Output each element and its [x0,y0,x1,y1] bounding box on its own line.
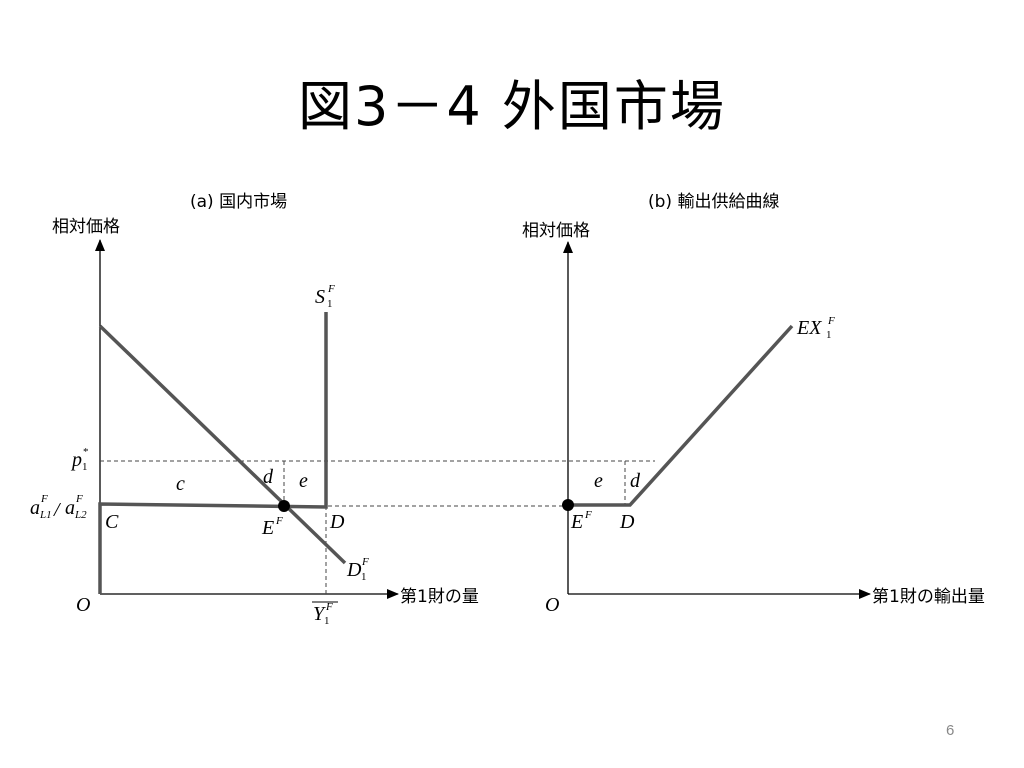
ratio-a-l2-sub: L2 [74,509,87,521]
equilibrium-point-b [562,499,574,511]
area-c-label: c [176,473,185,495]
ratio-a-l2: a [65,497,75,519]
supply-sup: F [327,283,335,295]
point-e-sup-a: F [275,515,283,527]
supply-label: S [315,286,325,308]
point-c-label: C [105,511,119,533]
origin-label-b: O [545,594,559,616]
y1f-sub: 1 [324,615,330,627]
area-d-label-a: d [263,466,274,488]
supply-curve [98,312,328,594]
export-label: EX [796,317,822,339]
price-p1-sub: 1 [82,461,88,473]
area-e-label-a: e [299,470,308,492]
supply-sub: 1 [327,298,333,310]
export-supply-curve [568,324,794,507]
equilibrium-point-a [278,500,290,512]
origin-label-a: O [76,594,90,616]
price-p1-label: p [70,449,82,471]
ratio-a-l1: a [30,497,40,519]
ratio-a-l1-sub: L1 [39,509,52,521]
demand-curve [98,324,347,565]
panel-a-y-axis-label: 相対価格 [52,217,120,237]
panel-a-caption: (a) 国内市場 [190,192,287,212]
area-d-label-b: d [630,470,641,492]
ratio-a-l2-sup: F [75,493,83,505]
area-e-label-b: e [594,470,603,492]
page-title: 図3－4 外国市場 [298,75,726,138]
y1f-sup: F [325,601,333,613]
panel-b-y-axis-label: 相対価格 [522,221,590,241]
price-p1-sup: * [83,446,89,458]
point-e-sup-b: F [584,509,592,521]
demand-label: D [346,559,362,581]
point-e-label-b: E [570,511,583,533]
panel-b-caption: (b) 輸出供給曲線 [648,192,779,212]
panel-b-x-axis-label: 第1財の輸出量 [872,587,985,607]
demand-sup: F [361,556,369,568]
export-sup: F [827,315,835,327]
ratio-slash: / [53,499,62,521]
page-number: 6 [946,722,955,739]
ratio-a-l1-sup: F [40,493,48,505]
demand-sub: 1 [361,571,367,583]
point-e-label-a: E [261,517,274,539]
panel-a-x-axis-label: 第1財の量 [400,587,479,607]
point-d-label-b: D [619,511,635,533]
export-sub: 1 [826,329,832,341]
point-d-label-a: D [329,511,345,533]
y1f-label: Y [313,603,326,625]
